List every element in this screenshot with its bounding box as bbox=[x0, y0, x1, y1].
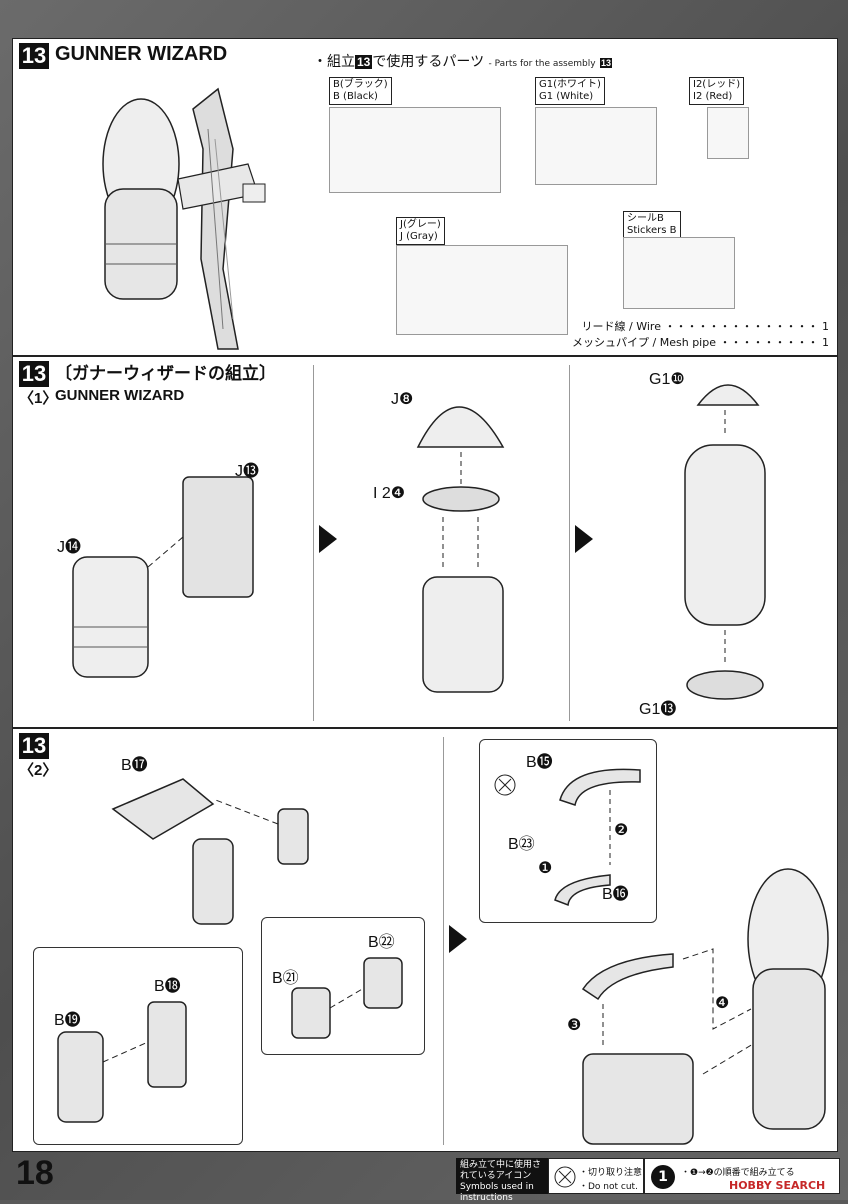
parts-heading-jp-tail: で使用するパーツ bbox=[372, 54, 485, 70]
extra-wire-label: リード線 / Wire bbox=[581, 320, 661, 333]
do-not-cut-en: ・Do not cut. bbox=[579, 1182, 638, 1192]
runner-b-label: B(ブラック) B (Black) bbox=[329, 77, 392, 105]
part-label-g110: G1❿ bbox=[649, 371, 685, 388]
do-not-cut-icon bbox=[494, 774, 516, 796]
step-number-badge: 13 bbox=[19, 43, 49, 69]
runner-b-en: B (Black) bbox=[333, 91, 378, 102]
handle-and-tank-final-illustration bbox=[581, 868, 829, 1145]
runner-i2-sprue bbox=[707, 107, 749, 159]
divider bbox=[443, 737, 444, 1145]
step-header: 13 bbox=[19, 733, 49, 759]
step-mark-3: ❸ bbox=[567, 1017, 582, 1034]
part-label-b15: B⓯ bbox=[526, 754, 553, 771]
b21-b22-illustration bbox=[291, 957, 403, 1039]
extra-mesh-pipe: メッシュパイプ / Mesh pipe ・・・・・・・・・ 1 bbox=[572, 335, 829, 351]
symbols-legend-jp: 組み立て中に使用されているアイコン bbox=[460, 1160, 542, 1181]
runner-j-label: J(グレー) J (Gray) bbox=[396, 217, 445, 245]
runner-b-jp: B(ブラック) bbox=[333, 79, 388, 90]
step-mark-2: ❷ bbox=[614, 822, 629, 839]
parts-heading-jp: ・組立 bbox=[313, 54, 355, 70]
next-arrow bbox=[449, 925, 467, 953]
step-header: 13 bbox=[19, 43, 49, 69]
part-label-b18: B⓲ bbox=[154, 978, 181, 995]
extra-wire: リード線 / Wire ・・・・・・・・・・・・・・ 1 bbox=[572, 319, 829, 335]
step-number-badge: 13 bbox=[19, 361, 49, 387]
page-number: 18 bbox=[16, 1154, 54, 1192]
runner-g1-jp: G1(ホワイト) bbox=[539, 79, 601, 90]
b15-b16-illustration bbox=[554, 768, 641, 907]
extra-parts-list: リード線 / Wire ・・・・・・・・・・・・・・ 1 メッシュパイプ / M… bbox=[572, 319, 829, 351]
symbols-legend-en: Symbols used in instructions bbox=[460, 1182, 534, 1203]
step-title: GUNNER WIZARD bbox=[55, 43, 228, 65]
sticker-b-en: Stickers B bbox=[627, 225, 677, 236]
legend-assembly-order: 1 ・❶→❷の順番で組み立てる HOBBY SEARCH bbox=[644, 1158, 840, 1194]
part-label-b21: B㉑ bbox=[272, 970, 299, 987]
b18-b19-illustration bbox=[57, 1001, 187, 1123]
part-label-g113: G1⓭ bbox=[639, 701, 677, 718]
substep-number: 〈2〉 bbox=[19, 762, 58, 779]
part-label-b16: B⓰ bbox=[602, 886, 629, 903]
runner-j-sprue bbox=[396, 245, 568, 335]
sticker-b-label: シールB Stickers B bbox=[623, 211, 681, 239]
next-arrow bbox=[575, 525, 593, 553]
runner-j-en: J (Gray) bbox=[400, 231, 438, 242]
step-number-badge: 13 bbox=[19, 733, 49, 759]
tank-halves-illustration bbox=[72, 476, 254, 678]
next-arrow bbox=[319, 525, 337, 553]
handle-assembly-illustration bbox=[111, 778, 309, 925]
watermark: HOBBY SEARCH bbox=[729, 1179, 826, 1192]
step-header: 13 bbox=[19, 361, 49, 387]
part-label-b22: B㉒ bbox=[368, 934, 395, 951]
sticker-b-jp: シールB bbox=[627, 213, 664, 224]
runner-j-jp: J(グレー) bbox=[400, 219, 441, 230]
runner-b-sprue bbox=[329, 107, 501, 193]
detail-box-b21-b22: B㉒ B㉑ bbox=[261, 917, 425, 1055]
parts-heading-en: - Parts for the assembly bbox=[488, 59, 596, 69]
gunner-wizard-assembled-illustration bbox=[102, 87, 266, 350]
runner-i2-jp: I2(レッド) bbox=[693, 79, 741, 90]
parts-heading-en-badge: 13 bbox=[600, 58, 613, 68]
runner-g1-en: G1 (White) bbox=[539, 91, 594, 102]
part-label-j8: J❽ bbox=[391, 391, 414, 408]
part-label-j13: J⓭ bbox=[235, 463, 260, 480]
runner-i2-en: I2 (Red) bbox=[693, 91, 733, 102]
order-note: ・❶→❷の順番で組み立てる bbox=[681, 1168, 795, 1178]
extra-wire-dots: ・・・・・・・・・・・・・・ bbox=[664, 320, 819, 333]
step-mark-4: ❹ bbox=[715, 995, 730, 1012]
part-label-j14: J⓮ bbox=[57, 539, 82, 556]
symbols-legend-box: 組み立て中に使用されているアイコン Symbols used in instru… bbox=[456, 1158, 548, 1203]
order-number-icon: 1 bbox=[651, 1165, 675, 1189]
parts-heading-badge: 13 bbox=[355, 55, 373, 69]
extra-mesh-qty: 1 bbox=[822, 336, 829, 349]
do-not-cut-jp: ・切り取り注意 bbox=[579, 1168, 643, 1178]
do-not-cut-icon bbox=[554, 1166, 576, 1188]
detail-box-b15-b16: B⓯ B㉓ B⓰ ❶ ❷ bbox=[479, 739, 657, 923]
part-label-b17: B⓱ bbox=[121, 757, 148, 774]
part-label-b23: B㉓ bbox=[508, 836, 535, 853]
tank-completed-illustration bbox=[684, 384, 766, 700]
extra-mesh-dots: ・・・・・・・・・ bbox=[719, 336, 819, 349]
divider bbox=[313, 365, 314, 721]
runner-g1-sprue bbox=[535, 107, 657, 185]
sticker-b-sheet bbox=[623, 237, 735, 309]
extra-wire-qty: 1 bbox=[822, 320, 829, 333]
runner-i2-label: I2(レッド) I2 (Red) bbox=[689, 77, 745, 105]
step-title-jp: 〔ガナーウィザードの組立〕 bbox=[55, 364, 276, 383]
substep-number: 〈1〉 bbox=[19, 390, 58, 407]
detail-box-b18-b19: B⓲ B⓳ bbox=[33, 947, 243, 1145]
legend-do-not-cut: ・切り取り注意 ・Do not cut. bbox=[548, 1158, 644, 1194]
step-13-1-panel: 13 〔ガナーウィザードの組立〕 〈1〉 GUNNER WIZARD J⓭ J⓮… bbox=[12, 356, 838, 728]
part-label-i24: I 2❹ bbox=[373, 485, 406, 502]
runner-g1-label: G1(ホワイト) G1 (White) bbox=[535, 77, 605, 105]
step-13-2-panel: 13 〈2〉 B⓱ B⓲ B⓳ B㉒ B㉑ bbox=[12, 728, 838, 1152]
step-mark-1: ❶ bbox=[538, 860, 553, 877]
divider bbox=[569, 365, 570, 721]
tank-cap-assembly-illustration bbox=[416, 406, 505, 693]
part-label-b19: B⓳ bbox=[54, 1012, 81, 1029]
extra-mesh-label: メッシュパイプ / Mesh pipe bbox=[572, 336, 716, 349]
substep-title: GUNNER WIZARD bbox=[55, 387, 185, 404]
